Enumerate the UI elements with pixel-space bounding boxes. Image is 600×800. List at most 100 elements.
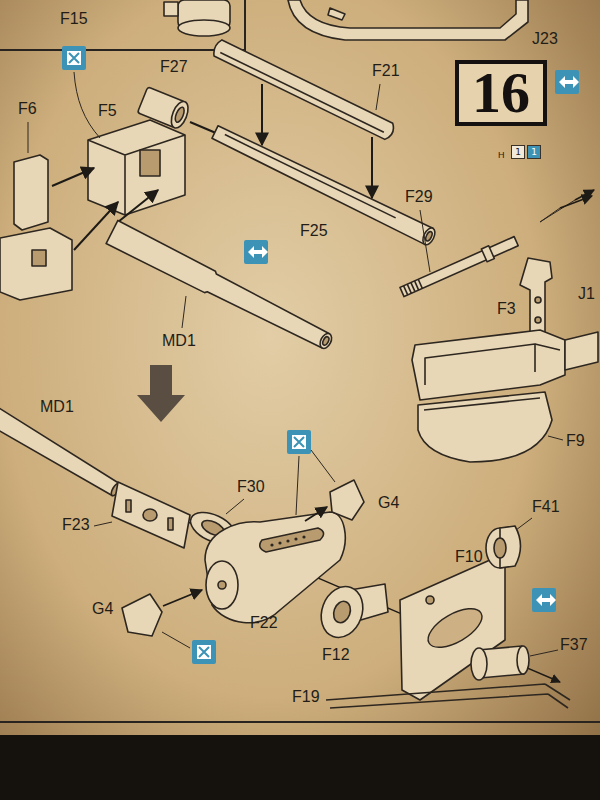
- part-f12: [314, 581, 369, 644]
- part-f5: [88, 135, 185, 215]
- part-label: F12: [322, 646, 350, 664]
- part-label: F37: [560, 636, 588, 654]
- part-label: F30: [237, 478, 265, 496]
- part-label: J23: [532, 30, 558, 48]
- glue-icon: [292, 435, 306, 449]
- part-label: F21: [372, 62, 400, 80]
- part-j23: [288, 0, 528, 40]
- leader-line: [376, 84, 380, 110]
- part-f5: [88, 120, 185, 215]
- part-label: F23: [62, 516, 90, 534]
- part-f10: [426, 596, 434, 604]
- leader-line: [548, 436, 563, 440]
- part-f9: [418, 392, 552, 462]
- step-number-box: 16: [455, 60, 547, 126]
- part-g4: [122, 594, 162, 636]
- part-f3: [520, 258, 552, 338]
- part-f25: [424, 231, 433, 242]
- part-f23: [168, 518, 173, 530]
- part-cradle: [565, 332, 598, 370]
- part-mantlet: [32, 250, 46, 266]
- part-f22: [286, 539, 289, 542]
- part-cradle: [425, 344, 560, 385]
- part-f29: [481, 246, 494, 262]
- part-f15: [164, 2, 178, 16]
- glue-icon: [199, 647, 209, 657]
- leader-line: [94, 522, 112, 526]
- dark-table: [0, 735, 600, 800]
- part-f23: [143, 509, 157, 521]
- part-md1: [106, 220, 332, 352]
- node-text: 1: [515, 148, 521, 157]
- part-f21: [211, 39, 396, 142]
- leader-line: [540, 200, 575, 222]
- count-box: 1: [511, 145, 525, 159]
- glue-icon: [69, 53, 79, 63]
- leader-line: [296, 450, 335, 515]
- part-f37: [471, 648, 487, 680]
- part-f22: [302, 535, 305, 538]
- part-f29: [400, 237, 518, 297]
- part-f9: [424, 398, 540, 410]
- leader-line: [226, 499, 244, 514]
- part-cradle: [412, 330, 565, 400]
- assembly-arrow: [118, 190, 158, 222]
- assembly-arrow: [575, 190, 594, 200]
- part-f10: [422, 601, 488, 655]
- part-f22: [206, 561, 238, 609]
- part-f22: [218, 581, 226, 589]
- part-f23: [112, 482, 190, 548]
- part-g4: [330, 480, 364, 520]
- part-f27: [173, 106, 185, 123]
- part-label: G4: [92, 600, 113, 618]
- part-f41: [494, 538, 506, 558]
- leader-line: [420, 210, 430, 272]
- part-f22-holes: [270, 535, 305, 546]
- assembly-arrow: [52, 168, 94, 186]
- assembly-arrow: [261, 84, 263, 145]
- previous-step-frame: [0, 0, 245, 50]
- leader-line: [182, 296, 186, 328]
- glue-icon: [67, 51, 81, 65]
- part-label: G4: [378, 494, 399, 512]
- part-label: MD1: [40, 398, 74, 416]
- count-box: 1: [527, 145, 541, 159]
- part-label: F10: [455, 548, 483, 566]
- part-f3: [535, 317, 541, 323]
- leader-line: [516, 518, 532, 530]
- part-f5-slot: [140, 150, 160, 176]
- part-md1: [0, 401, 121, 498]
- node-text: 1: [531, 148, 537, 157]
- part-f37: [517, 646, 529, 674]
- node-text: 16: [472, 64, 530, 122]
- glue-icon: [192, 640, 216, 664]
- direction-icon: [532, 588, 556, 612]
- part-label: F29: [405, 188, 433, 206]
- part-f22: [260, 528, 324, 552]
- part-label: MD1: [162, 332, 196, 350]
- part-f6: [14, 155, 48, 230]
- direction-icon: [248, 246, 268, 258]
- glue-icon: [197, 645, 211, 659]
- part-label: H: [498, 146, 505, 164]
- glue-icon: [287, 430, 311, 454]
- part-f3: [535, 297, 541, 303]
- direction-icon: [559, 76, 579, 88]
- part-label: F41: [532, 498, 560, 516]
- part-f15: [178, 20, 230, 36]
- part-label: J1: [578, 285, 595, 303]
- part-f10: [400, 560, 505, 700]
- assembly-arrow: [371, 137, 373, 198]
- part-md1: [322, 336, 331, 346]
- part-label: F5: [98, 102, 117, 120]
- direction-icon: [555, 70, 579, 94]
- part-j23-peg: [328, 8, 345, 20]
- part-f12: [331, 599, 354, 625]
- glue-icon: [62, 46, 86, 70]
- part-f23: [126, 500, 131, 512]
- direction-icon: [244, 240, 268, 264]
- part-label: F9: [566, 432, 585, 450]
- step-arrow: [137, 365, 185, 422]
- leader-line: [74, 72, 100, 138]
- glue-icon: [294, 437, 304, 447]
